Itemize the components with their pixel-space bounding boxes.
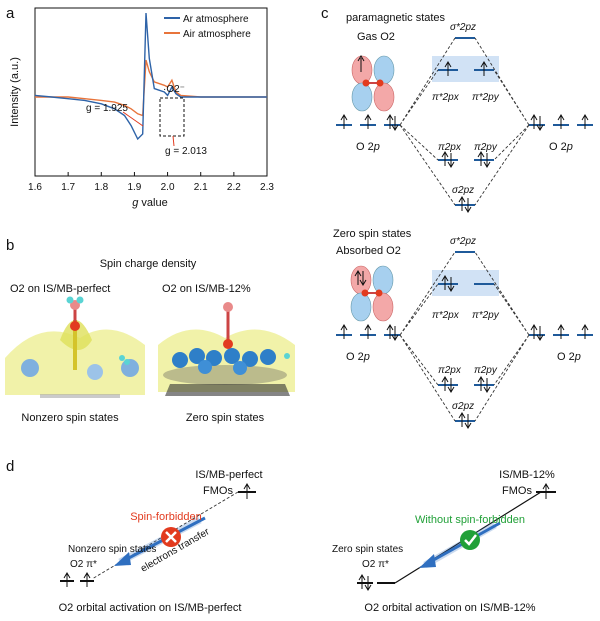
- atomic-levels-right-bottom: [529, 324, 593, 341]
- sigma-star-label-bottom: σ*2pz: [450, 236, 476, 247]
- x-tick-label: 2.1: [194, 182, 208, 193]
- series-lines: [34, 12, 267, 141]
- left-fmo-line1: IS/MB-perfect: [195, 469, 262, 481]
- pi-orbital-picture-bottom: [350, 265, 394, 322]
- x-tick-label: 1.9: [127, 182, 141, 193]
- left-structure-caption: Nonzero spin states: [21, 412, 119, 424]
- x-tick-label: 2.0: [161, 182, 175, 193]
- series-ar-line: [34, 12, 267, 141]
- right-fmo-line1: IS/MB-12%: [499, 469, 555, 481]
- sigma-star-label-top: σ*2pz: [450, 22, 476, 33]
- panel-d-right: IS/MB-12% FMOs Without spin-forbidden Ze…: [332, 469, 556, 614]
- bottom-diagram-subtitle: Absorbed O2: [336, 245, 401, 257]
- x-tick-label: 1.6: [28, 182, 42, 193]
- pi-y-label-bottom: π2py: [474, 365, 498, 376]
- allowed-check-icon: [460, 530, 480, 550]
- atomic-levels-right: [529, 114, 593, 131]
- o-atom-upper-right: [223, 302, 233, 312]
- o-atom-lower: [70, 321, 80, 331]
- pi-x-label-top: π2px: [438, 142, 462, 153]
- right-structure-title: O2 on IS/MB-12%: [162, 283, 251, 295]
- panel-d-letter: d: [6, 458, 14, 475]
- top-diagram-subtitle: Gas O2: [357, 31, 395, 43]
- legend-ar: Ar atmosphere: [183, 14, 249, 25]
- annotation-g2013: g = 2.013: [165, 146, 207, 157]
- right-fmo-line2: FMOs: [502, 485, 532, 497]
- x-tick-label: 2.2: [227, 182, 241, 193]
- pi-y-label-top: π2py: [474, 142, 498, 153]
- right-o2-pi-label: O2 π*: [362, 559, 389, 570]
- right-structure-caption: Zero spin states: [186, 412, 265, 424]
- o2p-right-bottom: O 2p: [557, 351, 581, 363]
- o-atom-upper: [70, 300, 80, 310]
- zero-spin-label: Zero spin states: [332, 544, 403, 555]
- pi-star-y-label-bottom: π*2py: [472, 310, 500, 321]
- left-o2-pi-label: O2 π*: [70, 559, 97, 570]
- top-diagram-title: paramagnetic states: [346, 12, 446, 24]
- annotation-g1925-pointer: [122, 111, 144, 127]
- pi-star-x-label-top: π*2px: [432, 92, 460, 103]
- spin-forbidden-label: Spin-forbidden: [130, 511, 202, 523]
- x-axis-ticks: 1.6 1.7 1.8 1.9 2.0 2.1 2.2 2.3: [28, 172, 274, 193]
- legend-air: Air atmosphere: [183, 29, 251, 40]
- nonzero-spin-label: Nonzero spin states: [68, 544, 156, 555]
- pi-x-label-bottom: π2px: [438, 365, 462, 376]
- right-structure-image: [158, 302, 295, 396]
- o-atom-lower-right: [223, 339, 233, 349]
- left-structure-image: [5, 296, 145, 398]
- plot-frame: [34, 7, 268, 177]
- x-axis-label: g value: [132, 197, 167, 209]
- o2p-right-top: O 2p: [549, 141, 573, 153]
- annotation-g2013-pointer: [172, 135, 175, 147]
- x-tick-label: 1.8: [94, 182, 108, 193]
- panel-d-left: IS/MB-perfect FMOs Spin-forbidden Nonzer…: [59, 469, 263, 614]
- x-tick-label: 1.7: [61, 182, 75, 193]
- o2-radical-box: [159, 97, 185, 137]
- panel-c-letter: c: [321, 5, 329, 22]
- without-spin-forbidden-label: Without spin-forbidden: [415, 514, 525, 526]
- panel-a-letter: a: [6, 5, 15, 22]
- pi-star-y-label-top: π*2py: [472, 92, 500, 103]
- spin-density-title: Spin charge density: [100, 258, 197, 270]
- annotation-o2-radical: ·O2⁻: [163, 84, 185, 95]
- right-arrowhead: [419, 554, 436, 568]
- left-fmo-line2: FMOs: [203, 485, 233, 497]
- pi-orbital-picture: [351, 55, 395, 112]
- mo-diagram-bottom: Zero spin states Absorbed O2 O 2p: [333, 228, 593, 429]
- y-axis-label: Intensity (a.u.): [9, 57, 21, 127]
- right-caption: O2 orbital activation on IS/MB-12%: [364, 602, 535, 614]
- panel-a-chart: 1.6 1.7 1.8 1.9 2.0 2.1 2.2 2.3 Intensity (a.u.…: [9, 7, 274, 209]
- o2p-left-top: O 2p: [356, 141, 380, 153]
- left-structure-title: O2 on IS/MB-perfect: [10, 283, 110, 295]
- sigma-label-bottom: σ2pz: [452, 401, 474, 412]
- mo-diagram-top: paramagnetic states Gas O2 O 2p: [336, 12, 593, 213]
- atomic-levels-left: [336, 114, 400, 131]
- series-air-line: [35, 59, 267, 117]
- sigma-label-top: σ2pz: [452, 185, 474, 196]
- panel-b-letter: b: [6, 237, 14, 254]
- x-tick-label: 2.3: [260, 182, 274, 193]
- o2p-left-bottom: O 2p: [346, 351, 370, 363]
- atomic-levels-left-bottom: [336, 324, 400, 341]
- left-caption: O2 orbital activation on IS/MB-perfect: [59, 602, 242, 614]
- left-arrowhead: [114, 552, 131, 566]
- bottom-diagram-title: Zero spin states: [333, 228, 412, 240]
- pi-star-x-label-bottom: π*2px: [432, 310, 460, 321]
- annotation-g1925: g = 1.925: [86, 103, 128, 114]
